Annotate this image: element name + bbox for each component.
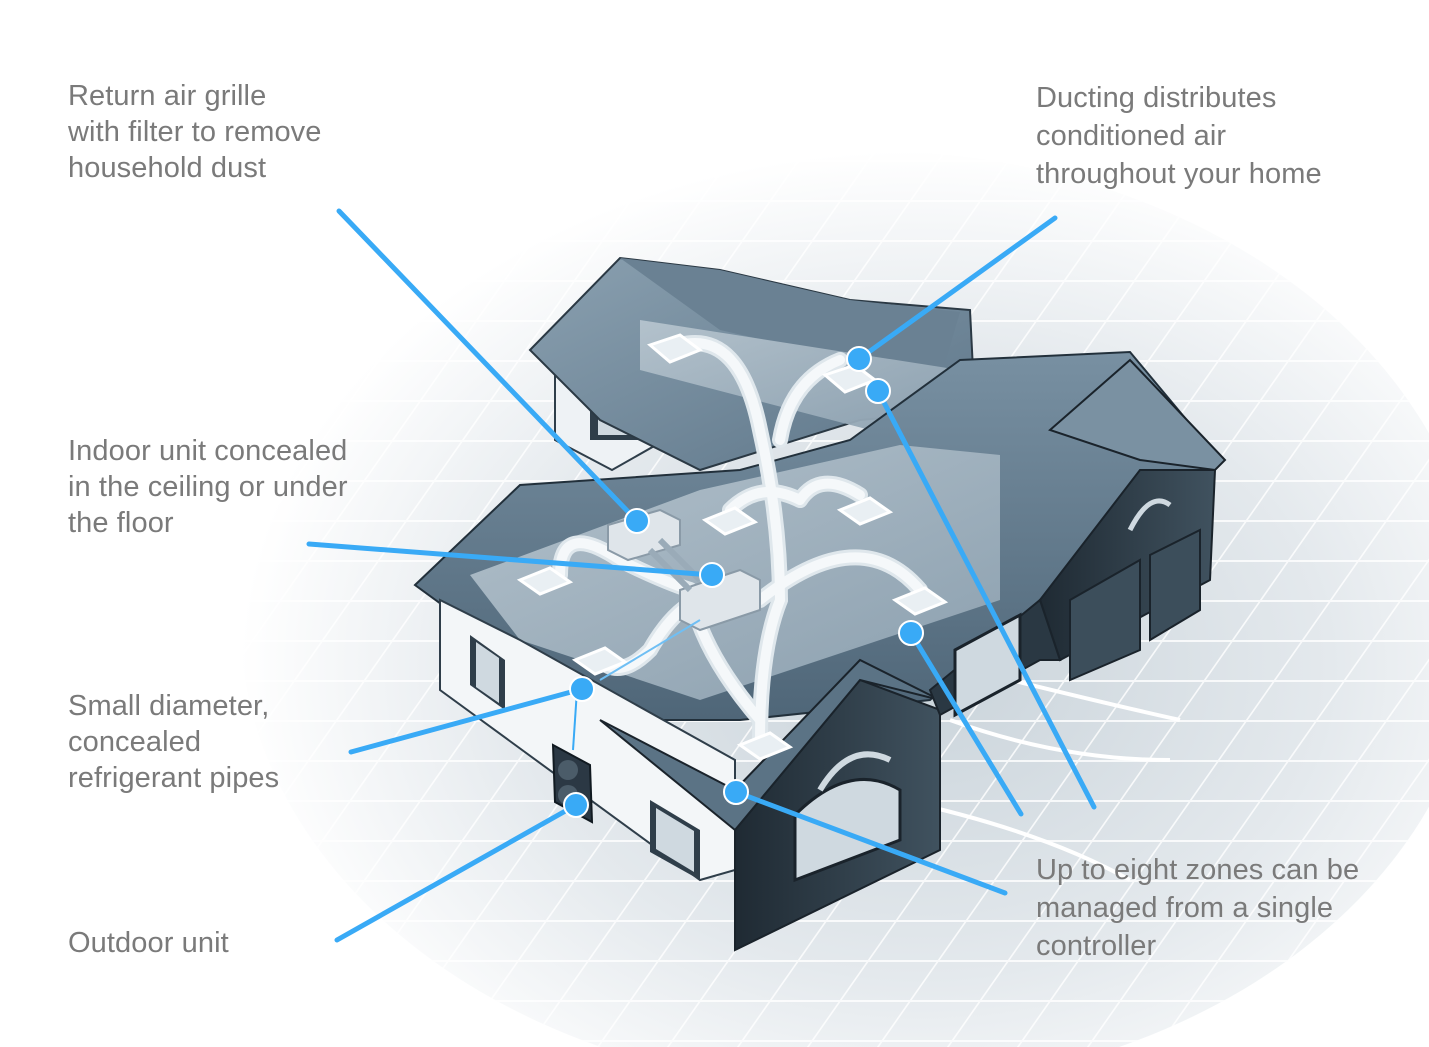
label-line: Small diameter, [68, 690, 270, 722]
callout-dot-indoor-unit [699, 562, 725, 588]
label-line: Up to eight zones can be [1036, 854, 1360, 886]
callout-line-zones [733, 789, 1008, 896]
callout-dot-return-air [624, 508, 650, 534]
label-line: throughout your home [1036, 158, 1322, 190]
label-line: Outdoor unit [68, 927, 229, 959]
callout-dot-ducting [846, 346, 872, 372]
label-ducting: Ducting distributes conditioned air thro… [1036, 79, 1322, 193]
callout-line-ducting [856, 215, 1058, 362]
callout-line-indoor-unit [306, 541, 715, 578]
label-outdoor-unit: Outdoor unit [68, 925, 229, 961]
label-line: Ducting distributes [1036, 82, 1277, 114]
callout-dot-zones-2 [898, 620, 924, 646]
callout-line-outdoor-unit [334, 802, 579, 943]
house-garage-wing [928, 358, 1227, 718]
label-line: household dust [68, 152, 267, 184]
label-refrigerant-pipes: Small diameter, concealed refrigerant pi… [68, 688, 279, 796]
label-return-air-grille: Return air grille with filter to remove … [68, 78, 322, 186]
label-line: the floor [68, 507, 174, 539]
label-line: concealed [68, 726, 202, 758]
label-indoor-unit: Indoor unit concealed in the ceiling or … [68, 433, 348, 541]
label-line: conditioned air [1036, 120, 1227, 152]
air-outlets [516, 333, 949, 761]
house-front-gable [599, 658, 941, 952]
label-line: with filter to remove [68, 116, 322, 148]
label-zones: Up to eight zones can be managed from a … [1036, 851, 1359, 965]
label-line: managed from a single [1036, 892, 1334, 924]
callout-dot-outdoor-unit [563, 792, 589, 818]
callout-line-return-air [336, 208, 640, 524]
callout-line-zones-2 [908, 630, 1024, 817]
callout-lines [306, 208, 1097, 943]
ducting-system [552, 335, 928, 748]
label-line: Indoor unit concealed [68, 435, 348, 467]
callout-dot-ducting-2 [865, 378, 891, 404]
callout-line-pipes [348, 686, 585, 755]
callout-dot-zones [723, 779, 749, 805]
callout-dots [563, 346, 924, 818]
label-line: refrigerant pipes [68, 762, 280, 794]
label-line: in the ceiling or under [68, 471, 348, 503]
callout-dot-pipes [569, 676, 595, 702]
callout-line-ducting-2 [875, 388, 1097, 810]
label-line: controller [1036, 930, 1157, 962]
label-line: Return air grille [68, 80, 267, 112]
